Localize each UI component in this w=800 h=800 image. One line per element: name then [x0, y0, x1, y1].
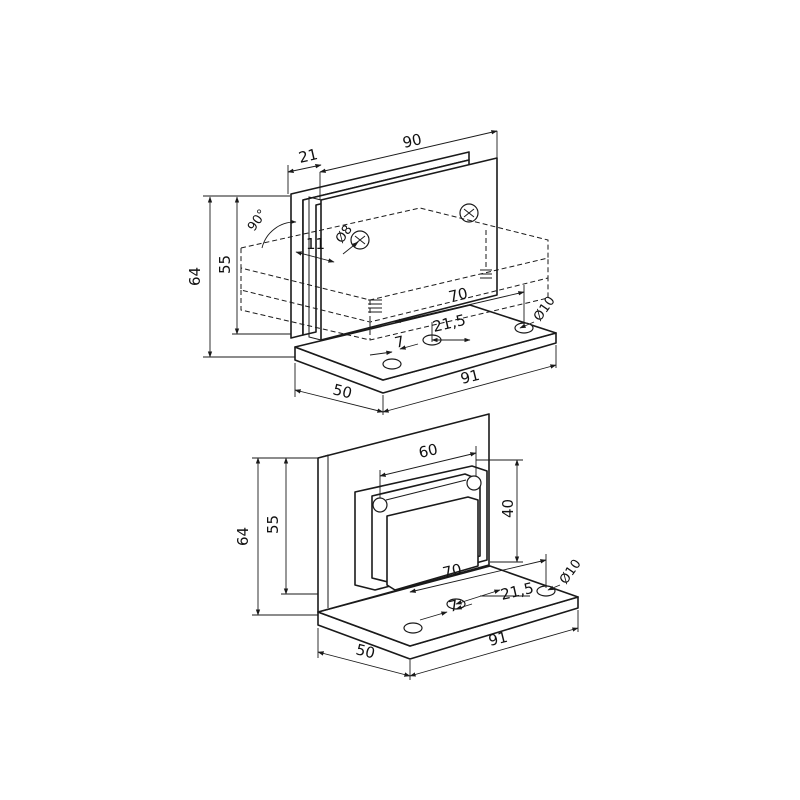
pivot-pin — [372, 497, 388, 513]
dim-90-label: 90 — [401, 130, 424, 152]
dim-55-bottom: 55 — [264, 457, 318, 595]
dim-50: 50 — [294, 363, 384, 415]
dim-64-label: 64 — [186, 267, 204, 286]
dim-21: 21 — [287, 145, 322, 194]
dim-91: 91 — [382, 345, 557, 413]
dim-40-label: 40 — [499, 499, 517, 518]
thread-icon — [480, 269, 492, 279]
dim-11-label: 11 — [306, 235, 325, 253]
thread-icon — [368, 299, 382, 313]
dim-55-bottom-label: 55 — [264, 515, 282, 534]
dim-hole-10-bottom-label: Ø10 — [557, 557, 585, 588]
dim-hole-10-bottom: Ø10 — [547, 557, 585, 591]
dim-91-label: 91 — [459, 366, 482, 388]
dim-50-label: 50 — [331, 380, 354, 402]
dim-70-bottom-label: 70 — [441, 560, 464, 582]
dim-angle-90: 90° — [245, 207, 297, 249]
dim-70-bottom: 70 — [409, 554, 547, 593]
dim-angle-90-label: 90° — [245, 207, 271, 234]
dim-70: 70 — [394, 284, 525, 325]
bottom-view: 60 40 64 55 70 — [234, 413, 585, 680]
dim-7-bottom: 7 — [419, 596, 473, 621]
dim-55-label: 55 — [216, 255, 234, 274]
dim-21-label: 21 — [297, 145, 320, 167]
dim-70-label: 70 — [447, 284, 470, 306]
dim-50-bottom-label: 50 — [354, 640, 377, 662]
dim-91-bottom: 91 — [409, 610, 579, 677]
pivot-pin — [466, 475, 482, 491]
dim-11: 11 — [295, 235, 335, 263]
dim-64-bottom: 64 — [234, 457, 318, 616]
dim-90: 90 — [319, 130, 498, 200]
dim-64-bottom-label: 64 — [234, 527, 252, 546]
dim-hole-10-label: Ø10 — [531, 294, 559, 325]
dim-7: 7 — [369, 332, 419, 356]
dim-55: 55 — [216, 196, 291, 335]
mount-hole — [403, 622, 423, 634]
dim-60-label: 60 — [417, 440, 440, 462]
top-base-plate — [294, 304, 557, 394]
top-view: 90 21 64 55 90° 11 — [186, 130, 559, 415]
dim-91-bottom-label: 91 — [487, 628, 510, 650]
top-glass-outline — [240, 207, 549, 341]
dim-7-label: 7 — [393, 332, 406, 352]
dim-60: 60 — [379, 440, 477, 498]
dim-64: 64 — [186, 195, 295, 358]
dim-7-bottom-label: 7 — [447, 596, 460, 616]
mount-hole — [382, 358, 402, 370]
